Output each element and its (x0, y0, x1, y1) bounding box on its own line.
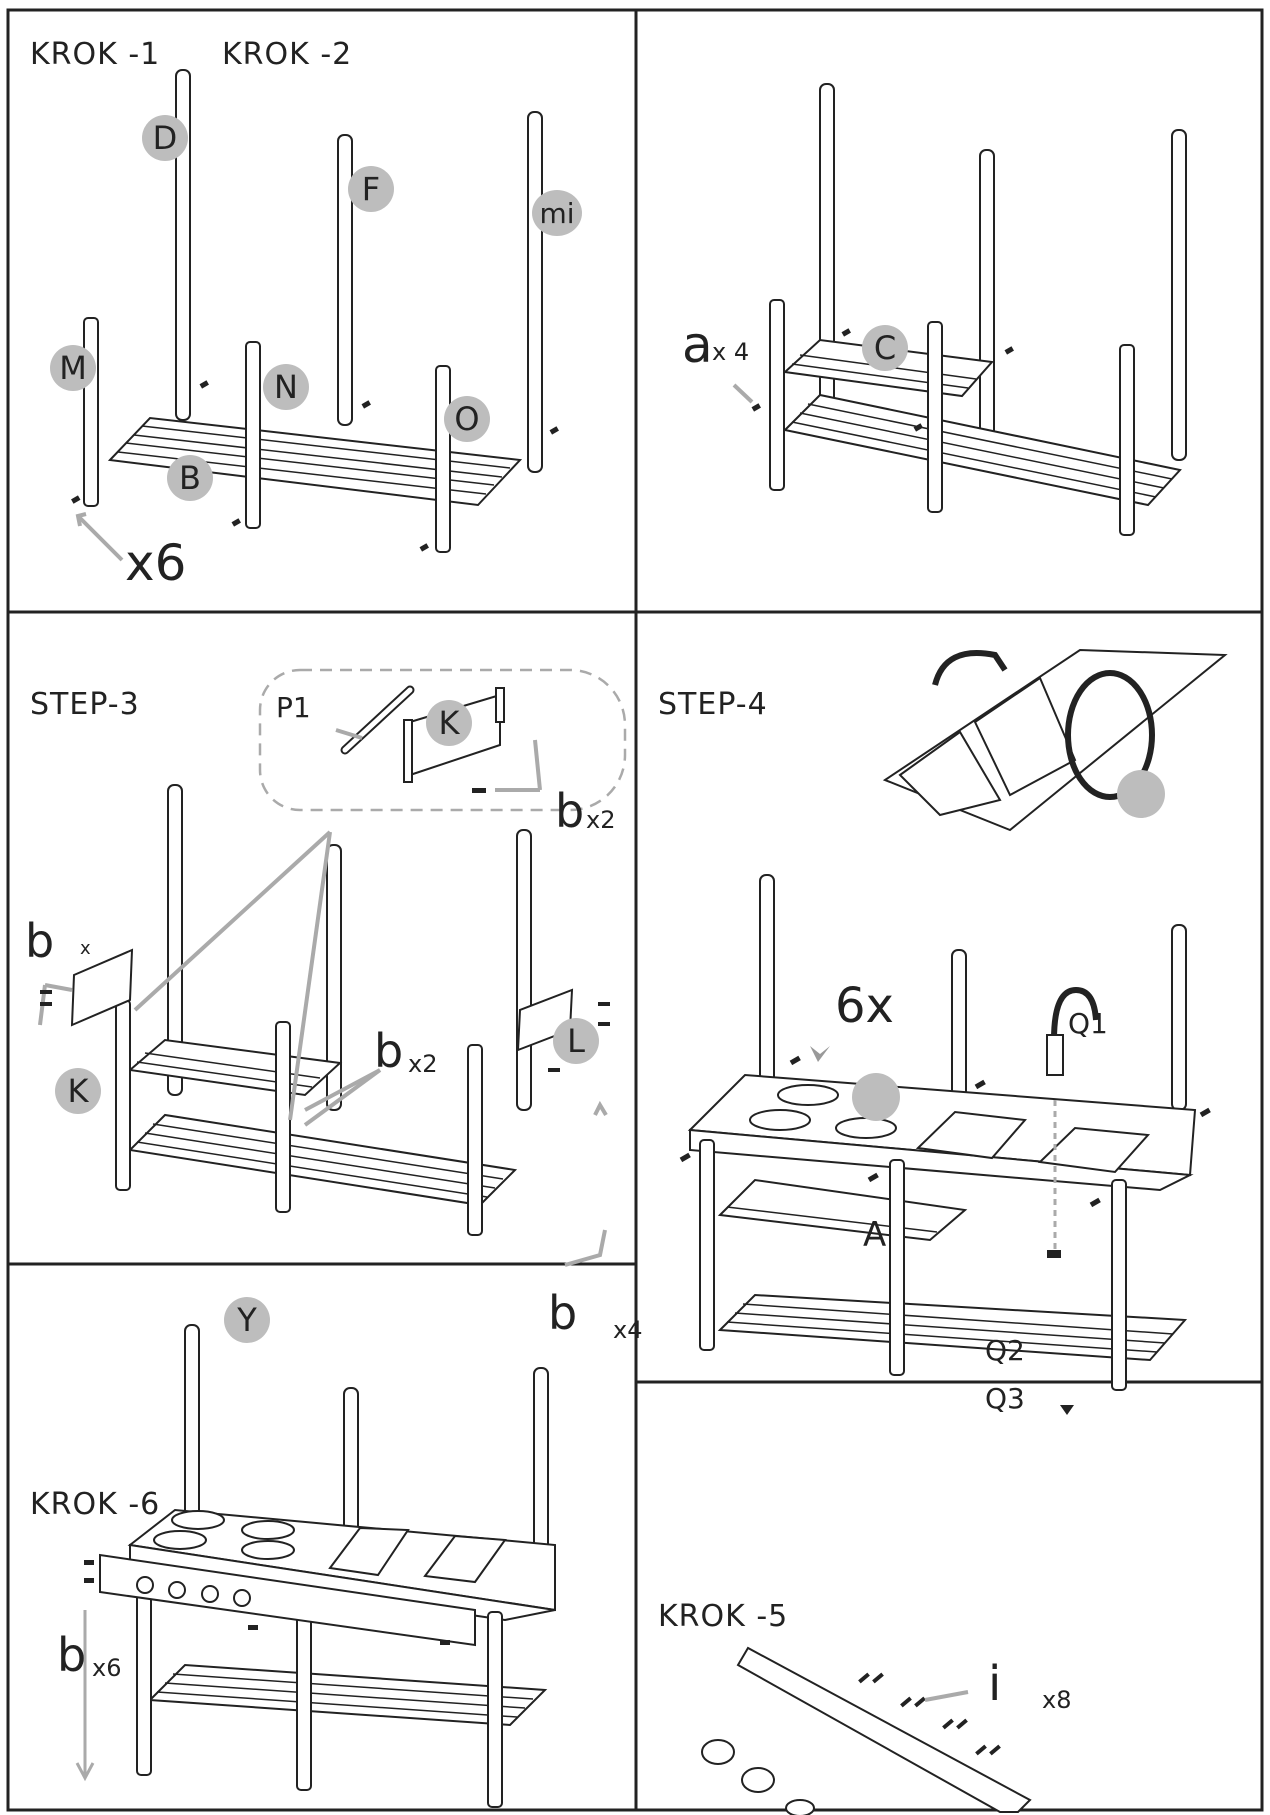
hardware-b-side-x: x (80, 938, 91, 959)
step-heading-step-4: STEP-4 (658, 687, 768, 722)
control-panel-bar (99, 1553, 476, 1647)
part-label-P1: P1 (276, 691, 311, 724)
part-marker-top-circle (1117, 770, 1165, 818)
post-O (435, 365, 451, 553)
hardware-b-x6-count: x6 (92, 1654, 122, 1682)
step-heading-krok-6: KROK -6 (30, 1487, 161, 1522)
part-badge-O: O (444, 396, 490, 442)
detail-callout (258, 668, 627, 812)
hardware-b-x4-count: x4 (613, 1316, 643, 1344)
post-F (337, 134, 353, 426)
part-badge-K-detail: K (426, 700, 472, 746)
step-heading-krok-1: KROK -1 (30, 37, 161, 72)
hardware-a-count: x 4 (712, 338, 750, 366)
part-label-Q3: Q3 (985, 1382, 1025, 1415)
hardware-6x: 6x (835, 978, 894, 1034)
post-M (83, 317, 99, 507)
panel-shelf-c-drawing (769, 83, 1187, 536)
hardware-b-x6-letter: b (57, 1628, 87, 1682)
hardware-i-count: x8 (1042, 1686, 1072, 1714)
part-label-A: A (863, 1215, 887, 1255)
step-heading-krok-5: KROK -5 (658, 1599, 789, 1634)
part-badge-C: C (862, 325, 908, 371)
hardware-b-mid-count: x2 (408, 1050, 438, 1078)
hardware-b-x4-letter: b (548, 1286, 578, 1340)
part-badge-B: B (167, 455, 213, 501)
part-badge-D: D (142, 115, 188, 161)
part-badge-Y: Y (224, 1297, 270, 1343)
step-heading-step-3: STEP-3 (30, 687, 140, 722)
panel-krok-1-2-drawing (83, 69, 543, 553)
part-label-Q1: Q1 (1068, 1007, 1108, 1040)
part-badge-K: K (55, 1068, 101, 1114)
hardware-b-side-letter: b (25, 914, 55, 968)
part-badge-F: F (348, 166, 394, 212)
hardware-b-detail-count: x2 (586, 806, 616, 834)
part-marker-burner-circle (852, 1073, 900, 1121)
part-badge-M: M (50, 345, 96, 391)
post-N (245, 341, 261, 529)
shelf-B (107, 416, 523, 507)
part-label-Q2: Q2 (985, 1334, 1025, 1367)
hardware-a-letter: a (682, 316, 713, 374)
post-mi (527, 111, 543, 473)
part-badge-N: N (263, 364, 309, 410)
hardware-b-detail-letter: b (555, 784, 585, 838)
hardware-count-x6: x6 (125, 534, 187, 592)
part-badge-L: L (553, 1018, 599, 1064)
step-heading-krok-2: KROK -2 (222, 37, 353, 72)
post-D (175, 69, 191, 421)
part-badge-mi: mi (532, 190, 582, 236)
hardware-i-letter: i (988, 1656, 1002, 1712)
hardware-b-mid-letter: b (374, 1024, 404, 1078)
